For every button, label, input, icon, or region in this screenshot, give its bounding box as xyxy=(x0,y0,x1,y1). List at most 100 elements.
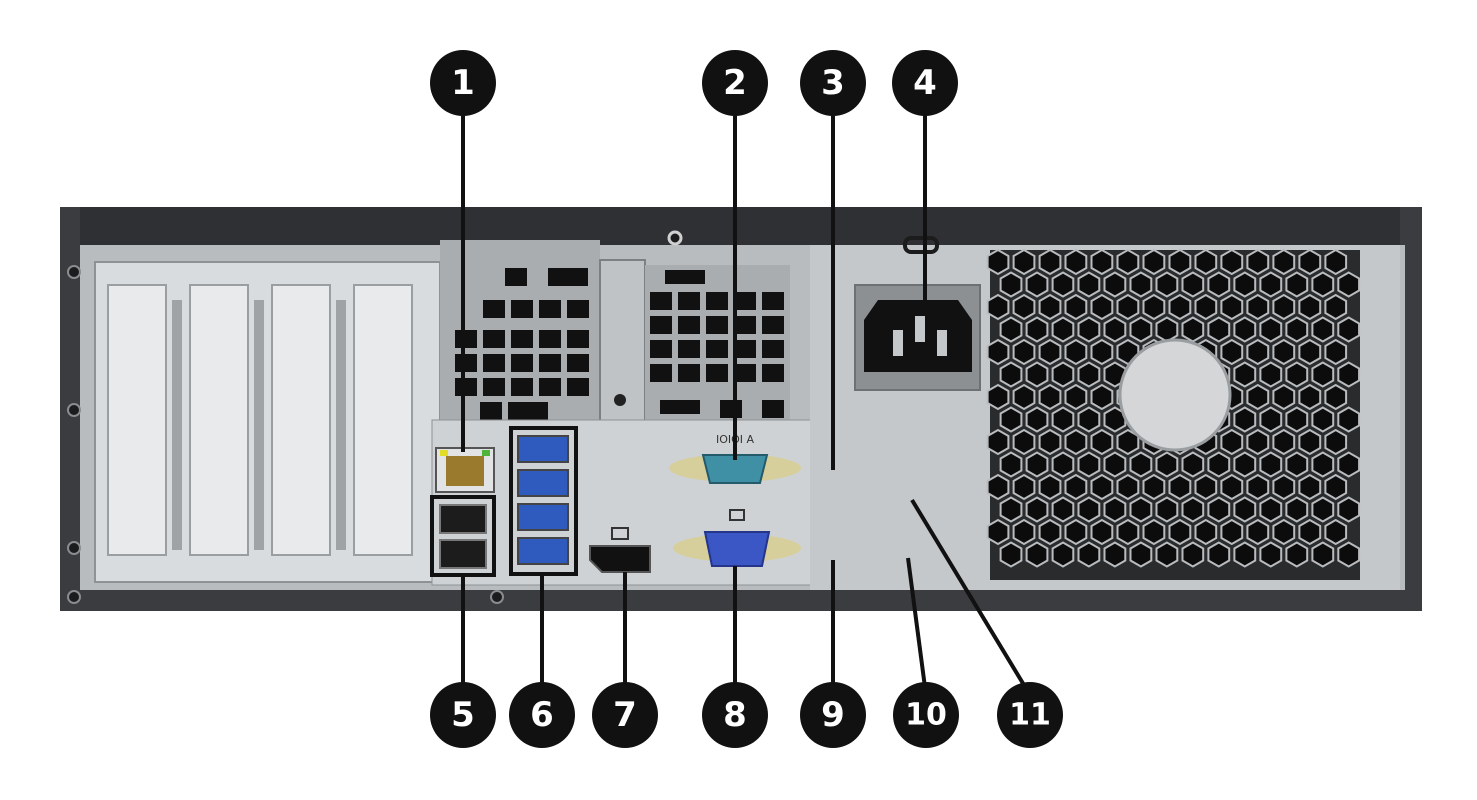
fan-grille-hole xyxy=(1155,316,1179,343)
vent-grille-right xyxy=(645,265,790,430)
vga-port-socket[interactable] xyxy=(703,531,771,567)
fan-grille-hole xyxy=(1259,271,1283,298)
fan-grille-hole xyxy=(1077,316,1101,343)
fan-grille-hole xyxy=(1337,496,1361,523)
fan-grille-hole xyxy=(1051,271,1075,298)
fan-grille-hole xyxy=(1194,248,1218,276)
fan-grille-hole xyxy=(1207,316,1231,343)
fan-grille-hole xyxy=(1337,316,1361,343)
vent-hole xyxy=(678,364,700,382)
fan-grille-hole xyxy=(1025,541,1049,568)
fan-grille-hole xyxy=(1298,293,1322,321)
vent-hole xyxy=(539,354,561,372)
fan-grille-hole xyxy=(999,496,1023,523)
fan-grille-hole xyxy=(1337,541,1361,568)
fan-grille-hole xyxy=(1311,451,1335,478)
usb2-port[interactable] xyxy=(439,539,487,569)
usb2-ports[interactable] xyxy=(430,495,496,577)
vent-hole xyxy=(706,316,728,334)
fan-grille-hole xyxy=(1064,473,1088,501)
fan-grille-hole xyxy=(1155,541,1179,568)
fan-grille-hole xyxy=(1051,451,1075,478)
callout-11: 11 xyxy=(997,682,1063,748)
fan-grille-hole xyxy=(1246,338,1270,366)
vent-hole xyxy=(762,400,784,418)
fan-grille-hole xyxy=(1103,541,1127,568)
power-pin-icon xyxy=(937,330,947,356)
fan-grille-hole xyxy=(1051,361,1075,388)
callout-1-label: 1 xyxy=(451,63,475,103)
fan-grille-hole xyxy=(1259,361,1283,388)
fan-grille-hole xyxy=(1090,248,1114,276)
vent-hole xyxy=(762,340,784,358)
screw-icon xyxy=(67,541,81,555)
fan-grille-hole xyxy=(1181,541,1205,568)
fan-grille-hole xyxy=(1103,316,1127,343)
fan-grille-hole xyxy=(1272,338,1296,366)
fan-grille-hole xyxy=(1259,316,1283,343)
fan-grille-hole xyxy=(1207,271,1231,298)
fan-grille-hole xyxy=(1012,338,1036,366)
fan-grille-hole xyxy=(1337,361,1361,388)
fan-grille-hole xyxy=(1220,428,1244,456)
fan-grille-hole xyxy=(1038,383,1062,411)
fan-grille-hole xyxy=(1155,271,1179,298)
fan-grille-hole xyxy=(1012,383,1036,411)
usb3-port[interactable] xyxy=(517,469,569,497)
fan-grille-hole xyxy=(1324,383,1348,411)
vga-port[interactable] xyxy=(673,509,801,567)
fan-grille-hole xyxy=(1038,338,1062,366)
fan-grille-hole xyxy=(1220,248,1244,276)
usb3-port[interactable] xyxy=(517,435,569,463)
fan-grille xyxy=(986,248,1361,580)
fan-grille-hole xyxy=(999,271,1023,298)
fan-grille-hole xyxy=(1103,451,1127,478)
fan-grille-hole xyxy=(1077,541,1101,568)
fan-grille-hole xyxy=(999,361,1023,388)
vent-hole xyxy=(720,400,742,418)
fan-grille-hole xyxy=(986,248,1010,276)
fan-grille-hole xyxy=(1116,293,1140,321)
fan-grille-hole xyxy=(1025,496,1049,523)
slot-divider xyxy=(336,300,346,550)
fan-grille-hole xyxy=(1012,518,1036,546)
vent-hole xyxy=(734,292,756,310)
fan-grille-hole xyxy=(1116,428,1140,456)
fan-grille-hole xyxy=(1129,541,1153,568)
displayport-socket[interactable] xyxy=(589,545,651,573)
usb2-port[interactable] xyxy=(439,504,487,534)
vent-hole xyxy=(511,378,533,396)
vent-hole xyxy=(678,316,700,334)
callout-7: 7 xyxy=(592,682,658,748)
fan-grille-hole xyxy=(1064,428,1088,456)
fan-grille-hole xyxy=(1168,518,1192,546)
usb3-ports[interactable] xyxy=(509,426,578,576)
serial-port-socket[interactable] xyxy=(701,454,769,484)
vent-hole xyxy=(483,378,505,396)
fan-grille-hole xyxy=(999,406,1023,433)
usb3-port[interactable] xyxy=(517,503,569,531)
fan-grille-hole xyxy=(1181,496,1205,523)
serial-port[interactable]: IOIOI A xyxy=(669,433,801,484)
vent-hole xyxy=(678,340,700,358)
fan-grille-hole xyxy=(1090,293,1114,321)
vent-hole xyxy=(455,354,477,372)
fan-grille-hole xyxy=(1298,383,1322,411)
fan-grille-hole xyxy=(1324,293,1348,321)
fan-grille-hole xyxy=(1233,361,1257,388)
vent-hole xyxy=(706,364,728,382)
callout-9-label: 9 xyxy=(821,695,845,735)
fan-grille-hole xyxy=(1038,473,1062,501)
callout-badges: 1 2 3 4 5 6 7 8 9 10 11 xyxy=(430,50,1063,748)
fan-grille-hole xyxy=(1246,518,1270,546)
fan-grille-hole xyxy=(1246,248,1270,276)
fan-grille-hole xyxy=(1207,541,1231,568)
expansion-slots xyxy=(94,261,441,583)
fan-grille-hole xyxy=(1090,428,1114,456)
fan-grille-hole xyxy=(1181,451,1205,478)
callout-9: 9 xyxy=(800,682,866,748)
vent-grille-left xyxy=(440,240,600,425)
usb3-port[interactable] xyxy=(517,537,569,565)
network-port[interactable] xyxy=(435,447,495,493)
fan-grille-hole xyxy=(1103,496,1127,523)
